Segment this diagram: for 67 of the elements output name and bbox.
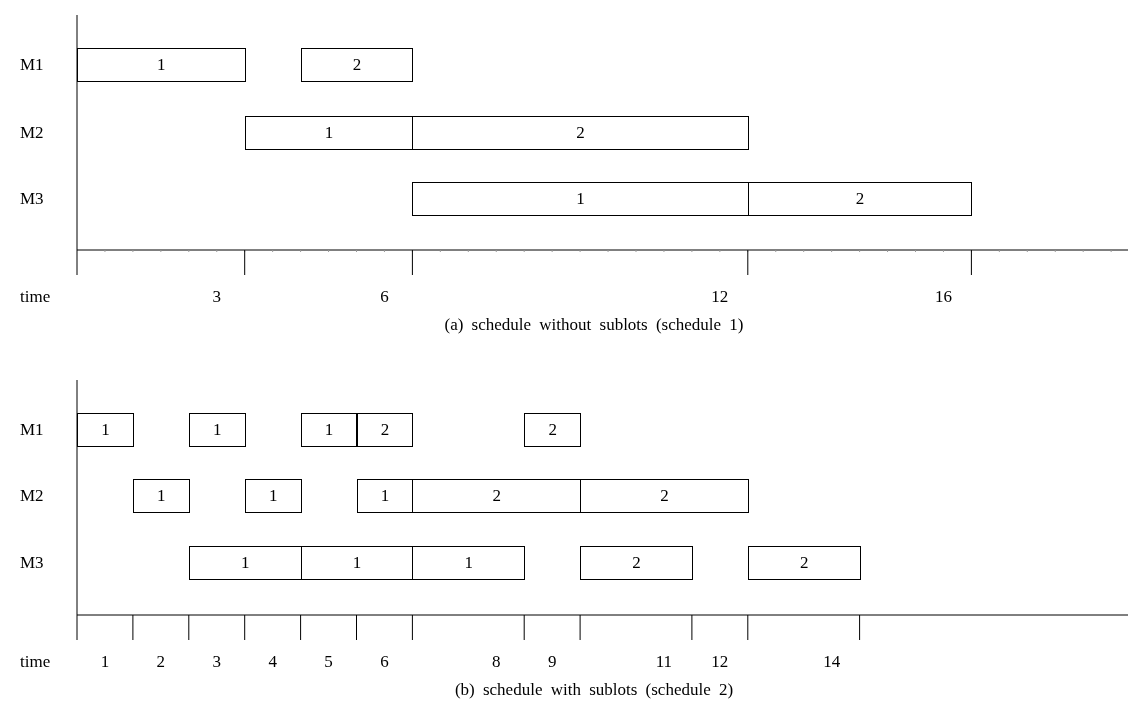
machine-label: M3 <box>20 189 44 209</box>
machine-label: M3 <box>20 553 44 573</box>
machine-label: M1 <box>20 55 44 75</box>
tick-label: 12 <box>711 287 729 307</box>
lot-number: 1 <box>352 553 362 573</box>
operation-bar <box>412 546 526 580</box>
tick-label: 4 <box>268 652 277 672</box>
operation-bar <box>188 413 246 447</box>
tick-label: 16 <box>934 287 952 307</box>
operation-bar <box>77 413 134 447</box>
lot-number: 2 <box>799 553 809 573</box>
lot-number: 1 <box>324 420 334 440</box>
lot-number: 2 <box>855 189 865 209</box>
operation-bar <box>244 116 414 150</box>
lot-number: 1 <box>213 420 222 440</box>
lot-number: 2 <box>352 55 362 75</box>
lot-number: 2 <box>548 420 557 440</box>
lot-number: 2 <box>660 486 669 506</box>
tick-label: 6 <box>380 287 389 307</box>
tick-label: 6 <box>380 652 389 672</box>
tick-label: 2 <box>156 652 166 672</box>
lot-number: 1 <box>240 553 250 573</box>
operation-bar <box>356 413 414 447</box>
machine-label: M2 <box>20 486 44 506</box>
lot-number: 2 <box>576 123 585 143</box>
operation-bar <box>132 479 190 513</box>
operation-bar <box>300 413 358 447</box>
tick-label: 11 <box>655 652 673 672</box>
lot-number: 1 <box>268 486 278 506</box>
tick-label: 3 <box>212 287 221 307</box>
lot-number: 1 <box>576 189 585 209</box>
operation-bar <box>747 546 861 580</box>
operation-bar <box>300 546 414 580</box>
operation-bar <box>300 48 414 82</box>
tick-label: 8 <box>492 652 501 672</box>
tick-label: 12 <box>711 652 729 672</box>
operation-bar <box>412 479 582 513</box>
operation-bar <box>412 182 749 216</box>
operation-bar <box>356 479 414 513</box>
operation-bar <box>747 182 973 216</box>
lot-number: 1 <box>380 486 390 506</box>
tick-label: 3 <box>212 652 221 672</box>
lot-number: 1 <box>157 55 166 75</box>
lot-number: 2 <box>492 486 501 506</box>
operation-bar <box>524 413 582 447</box>
operation-bar <box>188 546 302 580</box>
lot-number: 1 <box>464 553 474 573</box>
machine-label: M2 <box>20 123 44 143</box>
subfigure-caption: (b) schedule with sublots (schedule 2) <box>454 680 734 700</box>
lot-number: 2 <box>380 420 390 440</box>
lot-number: 1 <box>157 486 166 506</box>
lot-number: 2 <box>632 553 641 573</box>
operation-bar <box>244 479 302 513</box>
tick-label: 1 <box>100 652 110 672</box>
operation-bar <box>580 479 749 513</box>
subfigure-caption: (a) schedule without sublots (schedule 1) <box>444 315 744 335</box>
axis-title: time <box>20 287 51 307</box>
tick-label: 5 <box>324 652 333 672</box>
machine-label: M1 <box>20 420 44 440</box>
operation-bar <box>580 546 693 580</box>
tick-label: 14 <box>823 652 841 672</box>
lot-number: 1 <box>101 420 110 440</box>
operation-bar <box>77 48 246 82</box>
operation-bar <box>412 116 749 150</box>
axis-title: time <box>20 652 51 672</box>
lot-number: 1 <box>324 123 334 143</box>
tick-label: 9 <box>547 652 557 672</box>
